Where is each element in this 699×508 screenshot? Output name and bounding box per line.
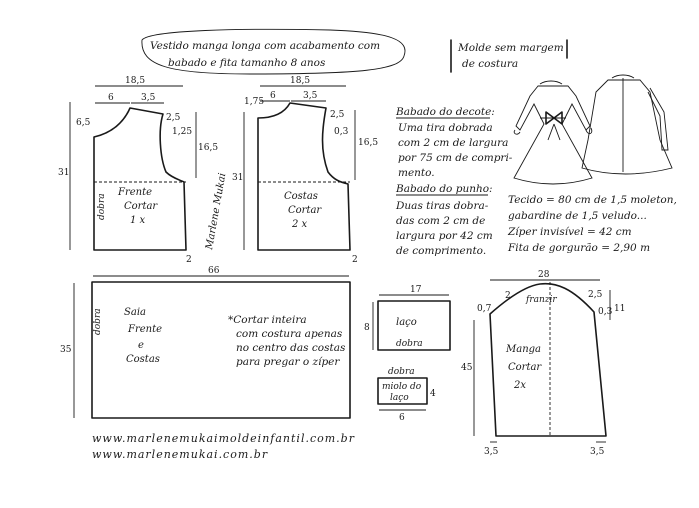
back-arm-in: 0,3 bbox=[334, 127, 349, 137]
sleeve-cut: Cortar bbox=[508, 362, 542, 373]
sleeve-right-cap: 2,5 bbox=[588, 290, 603, 300]
back-height: 31 bbox=[232, 173, 243, 183]
front-neck-width: 6 bbox=[108, 93, 114, 103]
sleeve-cap-height: 11 bbox=[614, 304, 625, 314]
sleeve-piece: 28 2 2,5 0,7 0,3 franzir 11 45 Manga Cor… bbox=[461, 270, 625, 457]
title-line-2: babado e fita tamanho 8 anos bbox=[168, 57, 326, 69]
back-neck-drop: 1,75 bbox=[244, 97, 264, 107]
sleeve-left-hem: 3,5 bbox=[484, 447, 499, 457]
front-neck-drop: 6,5 bbox=[76, 118, 91, 128]
ruffle-cuff-line: largura por 42 cm bbox=[396, 230, 493, 242]
sleeve-gather: franzir bbox=[525, 295, 557, 305]
back-label: Costas bbox=[284, 191, 318, 202]
skirt-label-1: Saia bbox=[124, 307, 146, 318]
back-shoulder: 3,5 bbox=[303, 91, 318, 101]
seam-note-line-1: Molde sem margem bbox=[457, 42, 564, 54]
skirt-note-line: com costura apenas bbox=[236, 328, 343, 340]
seam-note: Molde sem margem de costura bbox=[450, 39, 568, 73]
back-bodice-outline bbox=[257, 102, 351, 251]
material-line: Zíper invisível = 42 cm bbox=[507, 226, 632, 238]
front-bodice-piece: 18,5 6 3,5 6,5 2,5 1,25 16,5 31 2 Frente… bbox=[58, 76, 218, 265]
seam-note-line-2: de costura bbox=[462, 58, 518, 70]
bow-center-piece: dobra miolo do laço 6 4 bbox=[377, 367, 436, 423]
front-qty: 1 x bbox=[130, 215, 146, 226]
material-line: Fita de gorgurão = 2,90 m bbox=[507, 242, 650, 254]
back-arm-height: 16,5 bbox=[358, 138, 378, 148]
ruffle-cuff-line: de comprimento. bbox=[396, 245, 486, 257]
bow-center-width: 6 bbox=[399, 413, 405, 423]
sleeve-right-hem: 3,5 bbox=[590, 447, 605, 457]
title-line-1: Vestido manga longa com acabamento com bbox=[150, 40, 380, 52]
back-bodice-piece: 18,5 1,75 6 3,5 2,5 0,3 16,5 31 2 Costas… bbox=[232, 76, 378, 265]
skirt-label-4: Costas bbox=[126, 354, 160, 365]
back-qty: 2 x bbox=[291, 219, 308, 230]
ruffle-cuff-line: Duas tiras dobra- bbox=[395, 200, 489, 212]
sleeve-qty: 2x bbox=[513, 380, 526, 391]
front-label: Frente bbox=[117, 187, 152, 198]
sleeve-label: Manga bbox=[505, 344, 541, 355]
skirt-fold: dobra bbox=[93, 308, 103, 335]
ruffle-cuff-heading: Babado do punho: bbox=[395, 183, 493, 195]
ruffle-cuff-note: Babado do punho: Duas tiras dobra- das c… bbox=[395, 183, 493, 257]
skirt-label-3: e bbox=[138, 340, 144, 351]
front-shoulder-drop: 2,5 bbox=[166, 113, 181, 123]
ruffle-neck-line: com 2 cm de largura bbox=[398, 137, 508, 149]
front-bodice-outline bbox=[93, 107, 187, 251]
front-side: 2 bbox=[186, 255, 192, 265]
skirt-width: 66 bbox=[208, 266, 220, 276]
ruffle-neck-heading: Babado do decote: bbox=[395, 106, 495, 118]
ruffle-neck-line: por 75 cm de compri- bbox=[398, 152, 513, 164]
sleeve-height: 45 bbox=[461, 363, 473, 373]
ruffle-neck-line: mento. bbox=[398, 167, 435, 179]
sleeve-outline bbox=[489, 282, 607, 437]
skirt-note-line: no centro das costas bbox=[236, 342, 346, 354]
back-width: 18,5 bbox=[290, 76, 310, 86]
bow-height: 8 bbox=[364, 323, 370, 333]
ruffle-neck-line: Uma tira dobrada bbox=[398, 122, 493, 134]
website-url: www.marlenemukaimoldeinfantil.com.br bbox=[92, 432, 355, 445]
bow-fold: dobra bbox=[396, 339, 423, 349]
back-side: 2 bbox=[352, 255, 358, 265]
bow-center-height: 4 bbox=[430, 389, 436, 399]
back-shoulder-drop: 2,5 bbox=[330, 110, 345, 120]
sleeve-left-drop: 0,7 bbox=[477, 304, 492, 314]
skirt-note-line: *Cortar inteira bbox=[228, 314, 307, 326]
skirt-label-2: Frente bbox=[127, 324, 162, 335]
website-url: www.marlenemukai.com.br bbox=[92, 448, 268, 461]
front-arm-height: 16,5 bbox=[198, 143, 218, 153]
front-width: 18,5 bbox=[125, 76, 145, 86]
bow-outline bbox=[377, 300, 451, 351]
material-line: gabardine de 1,5 veludo... bbox=[508, 210, 647, 222]
skirt-height: 35 bbox=[60, 345, 72, 355]
skirt-outline bbox=[91, 281, 351, 419]
back-neck-width: 6 bbox=[270, 91, 276, 101]
front-arm-in: 1,25 bbox=[172, 127, 192, 137]
bow-center-fold: dobra bbox=[388, 367, 415, 377]
sleeve-right-drop: 0,3 bbox=[598, 307, 613, 317]
front-shoulder: 3,5 bbox=[141, 93, 156, 103]
bow-label: laço bbox=[396, 317, 417, 328]
bow-width: 17 bbox=[410, 285, 422, 295]
front-cut: Cortar bbox=[124, 201, 158, 212]
sleeve-width: 28 bbox=[538, 270, 550, 280]
front-height: 31 bbox=[58, 168, 69, 178]
skirt-piece: 66 35 dobra Saia Frente e Costas *Cortar… bbox=[60, 266, 351, 419]
signature: Marlene Mukai bbox=[204, 172, 228, 251]
front-fold: dobra bbox=[97, 193, 107, 220]
skirt-note-line: para pregar o zíper bbox=[236, 356, 340, 368]
back-cut: Cortar bbox=[288, 205, 322, 216]
bow-center-outline bbox=[377, 377, 428, 405]
dress-illustration-front bbox=[513, 80, 593, 185]
sleeve-left-cap: 2 bbox=[505, 291, 511, 301]
bow-piece: 17 8 laço dobra bbox=[364, 285, 451, 351]
ruffle-cuff-line: das com 2 cm de bbox=[396, 215, 485, 227]
materials-note: Tecido = 80 cm de 1,5 moleton, gabardine… bbox=[507, 194, 677, 254]
dress-illustration-back bbox=[581, 74, 673, 175]
title-block: Vestido manga longa com acabamento com b… bbox=[141, 28, 406, 75]
bow-center-label-2: laço bbox=[390, 393, 409, 403]
material-line: Tecido = 80 cm de 1,5 moleton, bbox=[508, 194, 677, 206]
ruffle-neck-note: Babado do decote: Uma tira dobrada com 2… bbox=[395, 106, 513, 179]
bow-center-label-1: miolo do bbox=[382, 382, 422, 392]
